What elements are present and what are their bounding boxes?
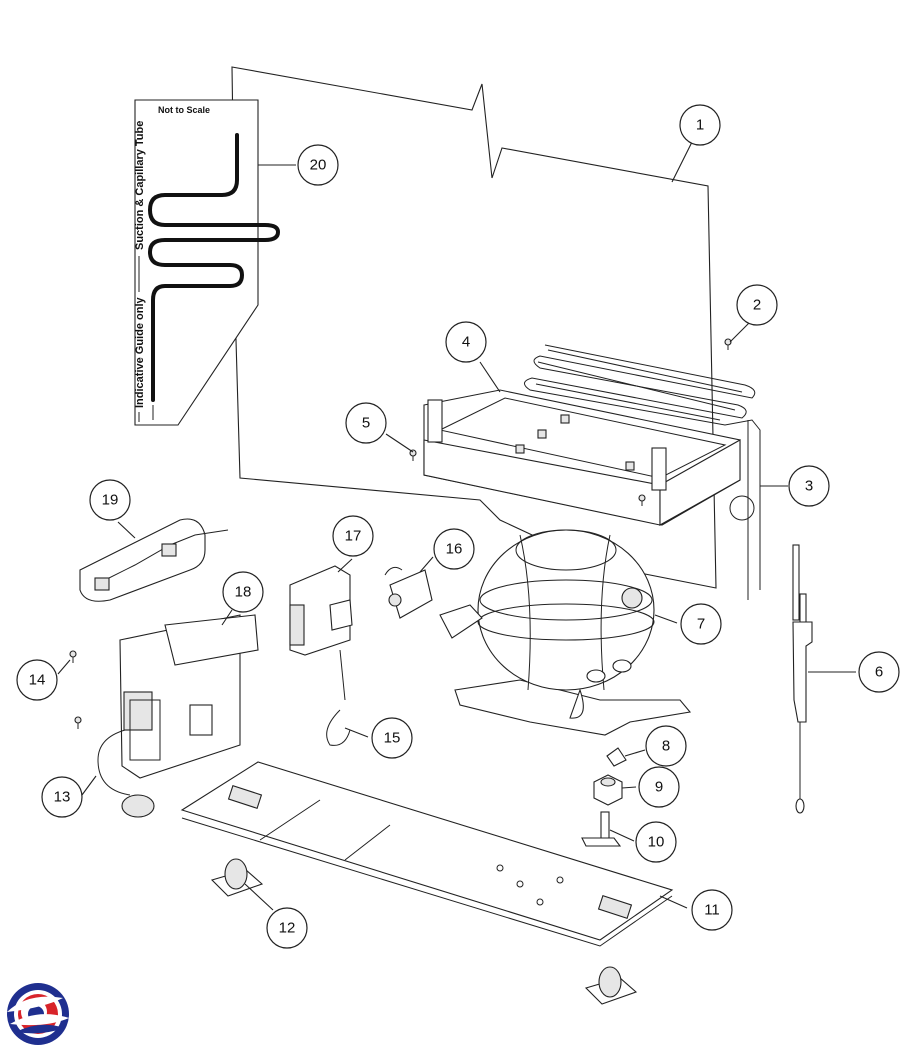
svg-text:18: 18 [235, 584, 252, 601]
door-switch [97, 729, 155, 818]
evaporator-coil [524, 344, 761, 600]
screw-2 [724, 338, 732, 350]
callout-15: 15 [371, 717, 413, 759]
svg-text:7: 7 [697, 616, 705, 633]
callout-20: 20 [297, 144, 339, 186]
guide-label-bottom: Indicative Guide only [134, 296, 146, 408]
svg-text:12: 12 [279, 920, 296, 937]
callout-4: 4 [445, 321, 487, 363]
callout-17: 17 [332, 515, 374, 557]
castor-front [210, 858, 264, 897]
svg-text:8: 8 [662, 738, 670, 755]
wiring-harness [79, 518, 229, 602]
callout-18: 18 [222, 571, 264, 613]
capacitor [384, 566, 433, 619]
svg-text:15: 15 [384, 730, 401, 747]
clip-8 [606, 747, 627, 767]
callout-12: 12 [266, 907, 308, 949]
brand-logo [7, 983, 69, 1045]
svg-text:16: 16 [446, 541, 463, 558]
svg-text:14: 14 [29, 672, 46, 689]
svg-text:1: 1 [696, 117, 704, 134]
drip-tray [423, 389, 741, 526]
callout-14: 14 [16, 659, 58, 701]
compressor [439, 529, 692, 736]
screw-14a [69, 650, 77, 663]
callout-3: 3 [788, 465, 830, 507]
callout-6: 6 [858, 651, 900, 693]
svg-text:4: 4 [462, 334, 470, 351]
nut-9 [593, 774, 623, 806]
svg-text:3: 3 [805, 478, 813, 495]
capillary-tube-coil [148, 133, 280, 402]
callout-19: 19 [89, 479, 131, 521]
callout-7: 7 [680, 603, 722, 645]
svg-text:17: 17 [345, 528, 362, 545]
svg-text:11: 11 [704, 902, 720, 919]
callout-8: 8 [645, 725, 687, 767]
screw-tray [638, 494, 646, 506]
leader-lines [57, 141, 856, 911]
callout-11: 11 [691, 889, 733, 931]
guide-label-top: Suction & Capillary Tube [134, 121, 146, 250]
svg-text:9: 9 [655, 779, 663, 796]
control-box [119, 614, 259, 779]
svg-text:13: 13 [54, 789, 71, 806]
castor-rear [584, 966, 638, 1005]
relay-unit [289, 565, 353, 746]
svg-text:6: 6 [875, 664, 883, 681]
callout-2: 2 [736, 284, 778, 326]
capillary-guide-panel: Not to Scale Suction & Capillary Tube In… [134, 99, 280, 426]
thermostat [792, 544, 813, 814]
valve-10 [581, 811, 622, 847]
callout-5: 5 [345, 402, 387, 444]
callout-13: 13 [41, 776, 83, 818]
screw-5 [409, 449, 417, 461]
svg-text:5: 5 [362, 415, 370, 432]
not-to-scale-text: Not to Scale [158, 105, 210, 115]
callout-9: 9 [638, 766, 680, 808]
callout-1: 1 [679, 104, 721, 146]
callout-10: 10 [635, 821, 677, 863]
svg-text:20: 20 [310, 157, 327, 174]
svg-text:2: 2 [753, 297, 761, 314]
base-plate [180, 761, 674, 947]
svg-text:19: 19 [102, 492, 119, 509]
callout-16: 16 [433, 528, 475, 570]
svg-text:10: 10 [648, 834, 665, 851]
screw-14b [74, 716, 82, 729]
